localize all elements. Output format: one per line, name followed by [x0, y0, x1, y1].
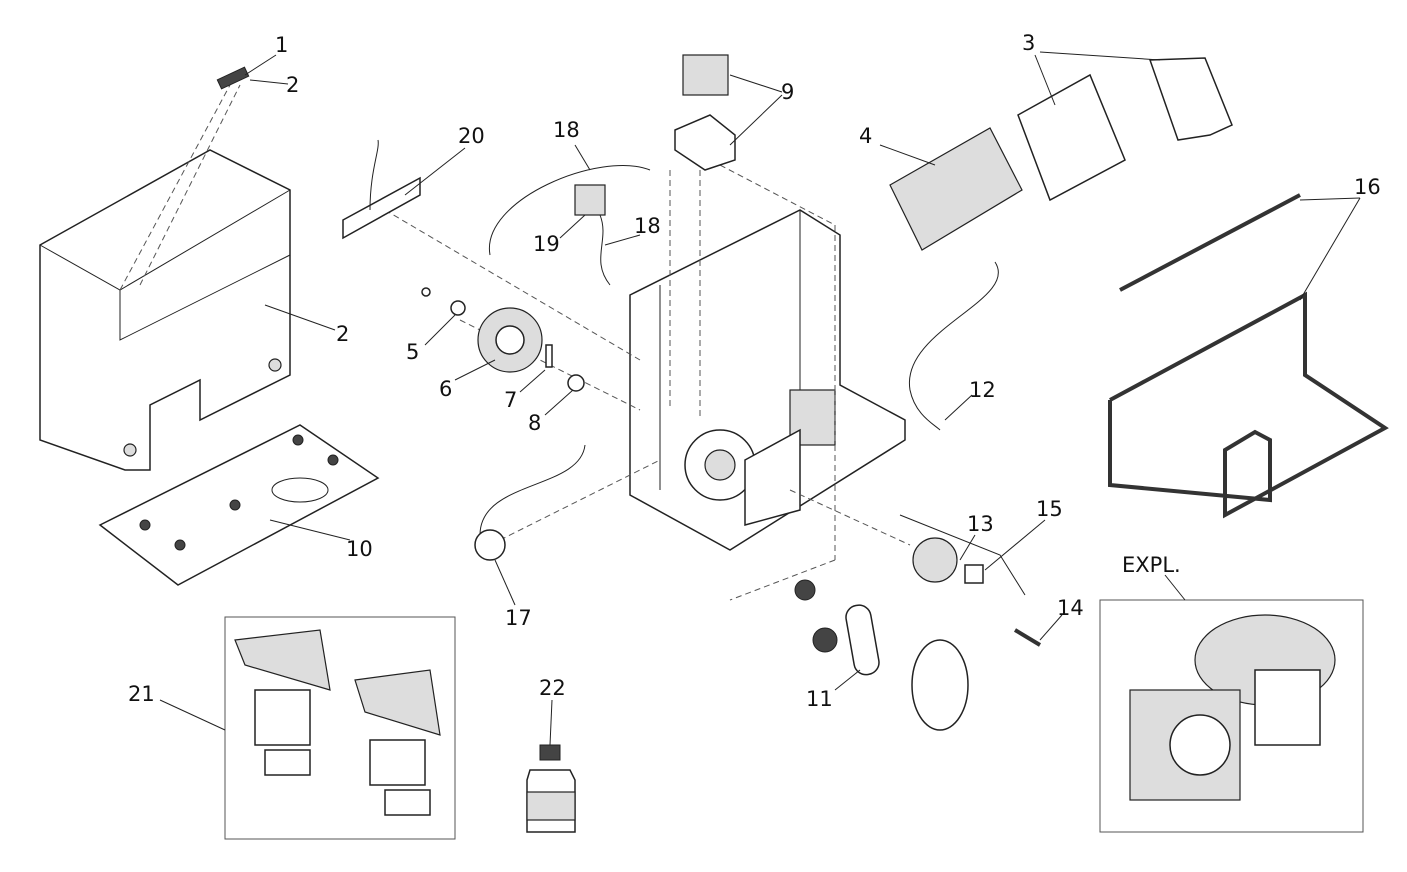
- screw-part: [421, 287, 431, 297]
- callout-6: 6: [439, 377, 453, 401]
- callout-18: 18: [634, 214, 661, 238]
- callout-17: 17: [505, 606, 532, 630]
- belt-cover-part: [911, 639, 969, 731]
- callout-15: 15: [1036, 497, 1063, 521]
- control-board-part: [889, 127, 1023, 251]
- pulley-part: [912, 537, 958, 583]
- expl-box: [1099, 599, 1364, 833]
- base-plate-part: [98, 424, 380, 586]
- belt-part: [845, 604, 880, 676]
- callout-14: 14: [1057, 596, 1084, 620]
- switch-part: [574, 184, 606, 216]
- transformer-base-part: [674, 114, 736, 171]
- pin-part: [545, 344, 553, 368]
- callout-10: 10: [346, 537, 373, 561]
- callout-5: 5: [406, 340, 420, 364]
- callout-12: 12: [969, 378, 996, 402]
- callout-21: 21: [128, 682, 155, 706]
- callout-13: 13: [967, 512, 994, 536]
- callout-18: 18: [553, 118, 580, 142]
- label-plate: [216, 66, 250, 90]
- hub-part: [964, 564, 984, 584]
- callout-9: 9: [781, 80, 795, 104]
- callout-20: 20: [458, 124, 485, 148]
- bracket-part: [342, 176, 421, 240]
- seal-strip-part: [1119, 193, 1301, 292]
- callout-16: 16: [1354, 175, 1381, 199]
- transformer-part: [682, 54, 729, 96]
- board-cover-part: [1017, 73, 1126, 202]
- callout-2: 2: [286, 73, 300, 97]
- seal-gasket-part: [1108, 291, 1389, 519]
- kit-box-21: [224, 616, 456, 840]
- board-cover-part-2: [1148, 57, 1233, 141]
- callout-22: 22: [539, 676, 566, 700]
- cover-part: [39, 149, 291, 471]
- oil-bottle-part: [526, 744, 576, 833]
- release-key-part: [1013, 628, 1042, 647]
- leader-lines: [159, 51, 1361, 746]
- callout-1: 1: [275, 33, 289, 57]
- gearmotor-image: [1129, 614, 1336, 801]
- callout-3: 3: [1022, 31, 1036, 55]
- callout-4: 4: [859, 124, 873, 148]
- frame-part: [629, 209, 906, 551]
- capacitor-part: [474, 529, 506, 561]
- callout-11: 11: [806, 687, 833, 711]
- callout-19: 19: [533, 232, 560, 256]
- callout-8: 8: [528, 411, 542, 435]
- washer-part: [450, 300, 466, 316]
- callout-7: 7: [504, 388, 518, 412]
- callout-expl: EXPL.: [1122, 553, 1181, 577]
- callout-2: 2: [336, 322, 350, 346]
- ring-part: [567, 374, 585, 392]
